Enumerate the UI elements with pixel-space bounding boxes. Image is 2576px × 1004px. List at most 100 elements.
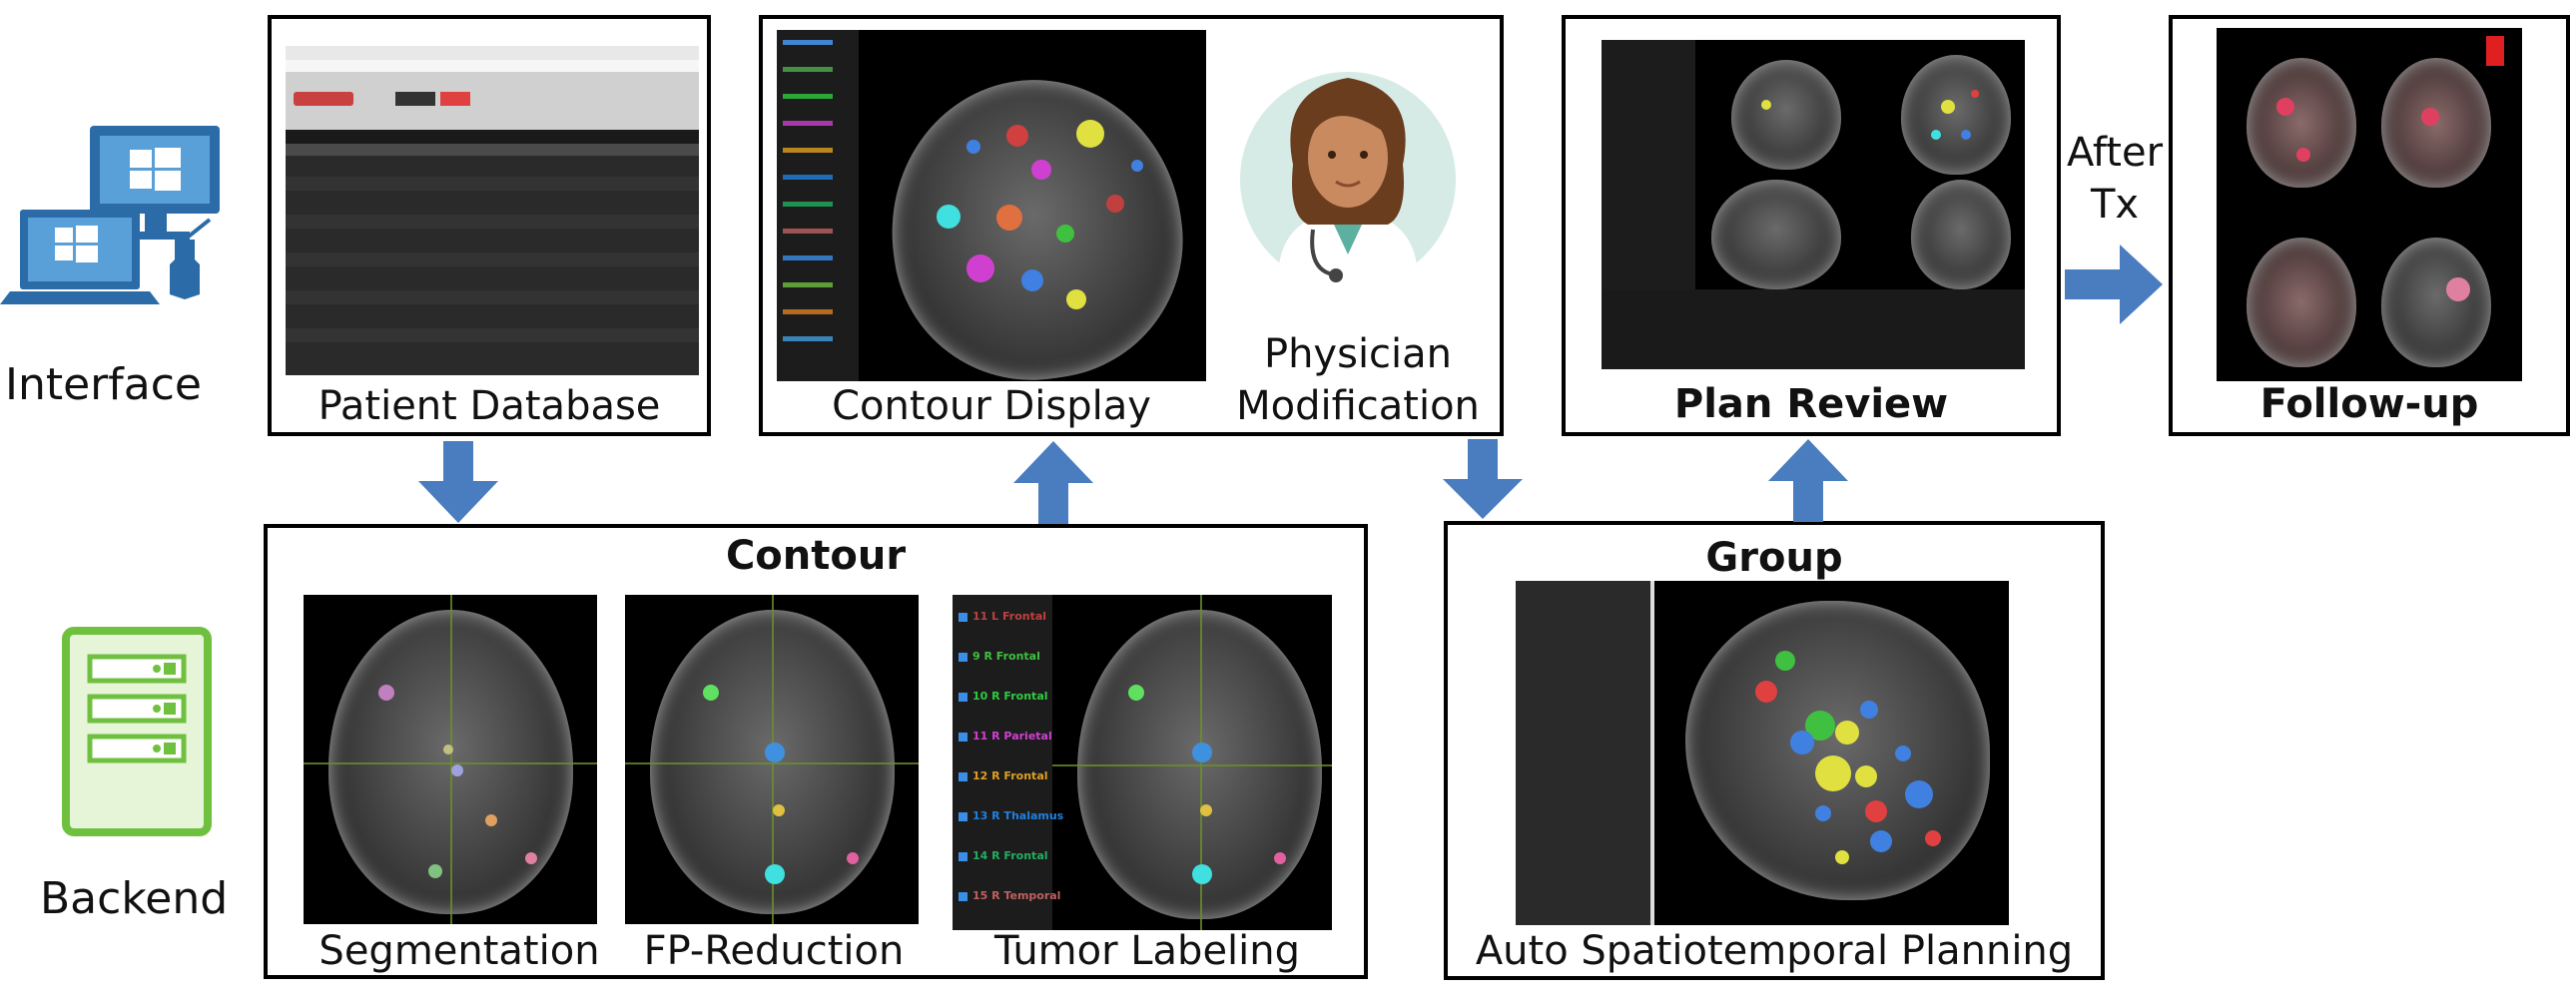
segmentation-image xyxy=(304,595,597,924)
tumor-contour xyxy=(1790,731,1814,754)
tumor-contour xyxy=(1870,830,1892,852)
interface-label: Interface xyxy=(5,359,202,410)
tumor-contour xyxy=(1076,120,1104,148)
physician-modification-line2: Modification xyxy=(1236,383,1480,429)
tumor-label-item: 14 R Frontal xyxy=(972,849,1048,862)
arrow-down-database-to-contour xyxy=(418,441,498,523)
arrow-right-review-to-followup xyxy=(2065,245,2163,324)
computer-icon xyxy=(0,126,220,304)
tumor-label-checkbox[interactable] xyxy=(959,693,967,702)
tumor-label-checkbox[interactable] xyxy=(959,772,967,781)
tumor-contour xyxy=(1006,125,1028,147)
auto-spatiotemporal-planning-label: Auto Spatiotemporal Planning xyxy=(1475,928,2074,974)
tumor-contour xyxy=(2446,277,2470,301)
tumor-contour xyxy=(1835,721,1859,745)
tumor-contour xyxy=(1931,130,1941,140)
tumor-contour xyxy=(1815,755,1851,791)
backend-label: Backend xyxy=(40,873,229,924)
contour-list-item[interactable] xyxy=(783,229,833,234)
tumor-contour xyxy=(703,685,719,701)
tumor-contour xyxy=(1106,195,1124,213)
contour-display-label: Contour Display xyxy=(832,383,1151,429)
tumor-label-item: 9 R Frontal xyxy=(972,650,1040,663)
database-row xyxy=(286,347,699,361)
tumor-contour xyxy=(451,764,463,776)
tumor-contour xyxy=(1131,160,1143,172)
tumor-label-checkbox[interactable] xyxy=(959,852,967,861)
tumor-contour xyxy=(765,864,785,884)
database-row xyxy=(286,177,699,191)
database-row xyxy=(286,158,699,172)
tumor-contour xyxy=(765,743,785,762)
tumor-contour xyxy=(1971,90,1979,98)
contour-display-screenshot xyxy=(777,30,1206,381)
tumor-contour xyxy=(1961,130,1971,140)
tumor-contour xyxy=(525,852,537,864)
tumor-label-checkbox[interactable] xyxy=(959,812,967,821)
tumor-labeling-label: Tumor Labeling xyxy=(993,928,1301,974)
tumor-contour xyxy=(485,814,497,826)
group-screenshot xyxy=(1516,581,2009,925)
tumor-contour xyxy=(996,205,1022,231)
arrow-up-contour-to-display xyxy=(1013,441,1093,524)
tumor-contour xyxy=(1755,681,1777,703)
fp-reduction-label: FP-Reduction xyxy=(643,928,905,974)
database-row xyxy=(286,252,699,266)
tumor-contour xyxy=(847,852,859,864)
segmentation-label: Segmentation xyxy=(319,928,600,974)
tumor-label-item: 11 L Frontal xyxy=(972,610,1047,623)
group-label: Group xyxy=(1705,535,1843,581)
database-row xyxy=(286,196,699,210)
contour-label: Contour xyxy=(725,533,907,579)
server-icon xyxy=(62,627,212,836)
tumor-contour xyxy=(966,140,980,154)
contour-list-item[interactable] xyxy=(783,282,833,287)
contour-list-item[interactable] xyxy=(783,255,833,260)
tumor-contour xyxy=(966,254,994,282)
tumor-contour xyxy=(1192,743,1212,762)
tumor-label-checkbox[interactable] xyxy=(959,892,967,901)
tumor-label-item: 12 R Frontal xyxy=(972,769,1048,782)
tumor-contour xyxy=(2296,148,2310,162)
tumor-contour xyxy=(1056,225,1074,243)
tumor-contour xyxy=(1128,685,1144,701)
tumor-label-item: 13 R Thalamus xyxy=(972,809,1064,822)
contour-list-item[interactable] xyxy=(783,148,833,153)
tumor-label-checkbox[interactable] xyxy=(959,653,967,662)
tumor-contour xyxy=(2421,108,2439,126)
database-row xyxy=(286,234,699,248)
contour-list-item[interactable] xyxy=(783,202,833,207)
tumor-label-item: 15 R Temporal xyxy=(972,889,1061,902)
tumor-contour xyxy=(1031,160,1051,180)
tumor-contour xyxy=(1021,269,1043,291)
plan-review-screenshot xyxy=(1602,40,2025,369)
tumor-contour xyxy=(1925,830,1941,846)
tumor-contour xyxy=(1815,805,1831,821)
tumor-contour xyxy=(1895,746,1911,761)
patient-database-label: Patient Database xyxy=(318,383,661,429)
tumor-label-checkbox[interactable] xyxy=(959,733,967,742)
contour-list-item[interactable] xyxy=(783,175,833,180)
contour-list-item[interactable] xyxy=(783,336,833,341)
plan-review-label: Plan Review xyxy=(1673,381,1949,427)
contour-list-item[interactable] xyxy=(783,121,833,126)
tumor-label-checkbox[interactable] xyxy=(959,613,967,622)
fp-reduction-image xyxy=(625,595,919,924)
physician-modification-line1: Physician xyxy=(1263,331,1453,377)
tumor-contour xyxy=(1865,800,1887,822)
contour-list-item[interactable] xyxy=(783,40,833,45)
tumor-contour xyxy=(1192,864,1212,884)
database-row xyxy=(286,215,699,229)
contour-list-item[interactable] xyxy=(783,309,833,314)
follow-up-label: Follow-up xyxy=(2259,381,2479,427)
contour-list-item[interactable] xyxy=(783,67,833,72)
after-tx-line2: Tx xyxy=(2090,182,2140,228)
tumor-contour xyxy=(773,804,785,816)
tumor-contour xyxy=(1855,765,1877,787)
tumor-contour xyxy=(1860,701,1878,719)
tumor-contour xyxy=(1200,804,1212,816)
contour-list-item[interactable] xyxy=(783,94,833,99)
tumor-contour xyxy=(443,745,453,754)
tumor-contour xyxy=(1941,100,1955,114)
